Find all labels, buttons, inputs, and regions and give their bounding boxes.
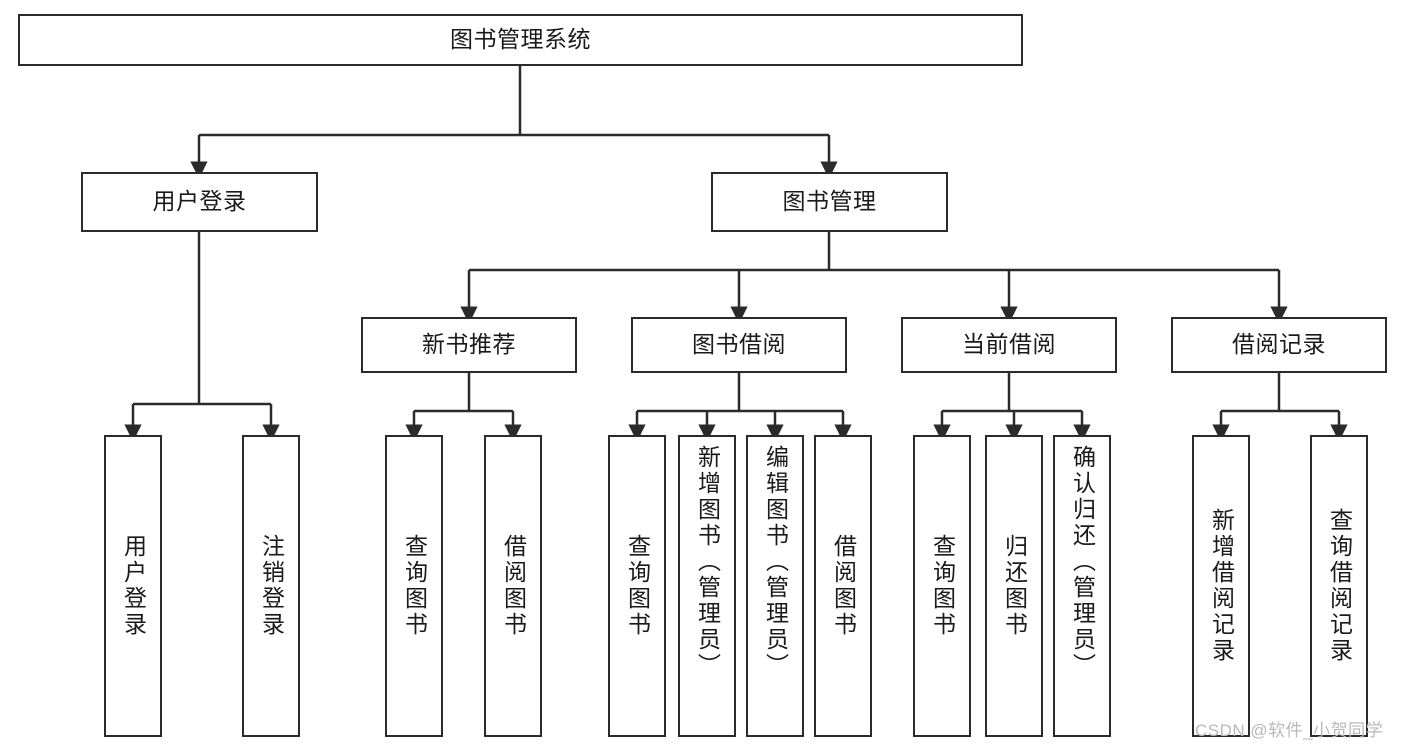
leaf-label: 新增借阅记录: [1208, 508, 1235, 664]
leaf-node-4[interactable]: 查询图书: [608, 435, 666, 737]
leaf-node-2[interactable]: 查询图书: [385, 435, 443, 737]
leaf-label: 查询图书: [929, 534, 956, 638]
node-label: 新书推荐: [422, 331, 516, 358]
leaf-label: 借阅图书: [500, 534, 527, 638]
node-label: 用户登录: [152, 188, 247, 215]
leaf-node-10[interactable]: 确认归还（管理员）: [1053, 435, 1111, 737]
leaf-node-5[interactable]: 新增图书（管理员）: [678, 435, 736, 737]
node-label: 图书管理系统: [450, 26, 591, 53]
leaf-label: 归还图书: [1001, 534, 1028, 638]
leaf-label: 注销登录: [258, 534, 285, 638]
node-label: 当前借阅: [962, 331, 1056, 358]
node-label: 图书管理: [782, 188, 877, 215]
leaf-node-3[interactable]: 借阅图书: [484, 435, 542, 737]
leaf-node-12[interactable]: 查询借阅记录: [1310, 435, 1368, 737]
leaf-node-0[interactable]: 用户登录: [104, 435, 162, 737]
leaf-label: 查询借阅记录: [1326, 508, 1353, 664]
leaf-node-9[interactable]: 归还图书: [985, 435, 1043, 737]
leaf-node-1[interactable]: 注销登录: [242, 435, 300, 737]
node-label: 图书借阅: [692, 331, 786, 358]
leaf-label: 用户登录: [120, 534, 147, 638]
leaf-label: 确认归还（管理员）: [1069, 445, 1096, 679]
leaf-node-7[interactable]: 借阅图书: [814, 435, 872, 737]
level3-node-e5bd93e5898de5809fe99885[interactable]: 当前借阅: [901, 317, 1117, 373]
leaf-node-8[interactable]: 查询图书: [913, 435, 971, 737]
leaf-node-11[interactable]: 新增借阅记录: [1192, 435, 1250, 737]
level3-node-e59bbee4b9a6e5809fe99885[interactable]: 图书借阅: [631, 317, 847, 373]
level3-node-e5809fe99885e8aeb0e5bd95[interactable]: 借阅记录: [1171, 317, 1387, 373]
csdn-watermark: CSDN @软件_小贺同学: [1195, 721, 1384, 740]
leaf-node-6[interactable]: 编辑图书（管理员）: [746, 435, 804, 737]
level2-node-e59bbee4b9a6e7aea1e79086[interactable]: 图书管理: [711, 172, 948, 232]
level2-node-e794a8e688b7e799bbe5bd95[interactable]: 用户登录: [81, 172, 318, 232]
node-label: 借阅记录: [1232, 331, 1326, 358]
leaf-label: 查询图书: [401, 534, 428, 638]
leaf-label: 查询图书: [624, 534, 651, 638]
leaf-label: 编辑图书（管理员）: [762, 445, 789, 679]
level3-node-e696b0e4b9a6e68ea8e88d90[interactable]: 新书推荐: [361, 317, 577, 373]
leaf-label: 借阅图书: [830, 534, 857, 638]
leaf-label: 新增图书（管理员）: [694, 445, 721, 679]
root-node-node-e59bbee4b9a6e7aea1e79086e7b3bbe7bb9f[interactable]: 图书管理系统: [18, 14, 1023, 66]
